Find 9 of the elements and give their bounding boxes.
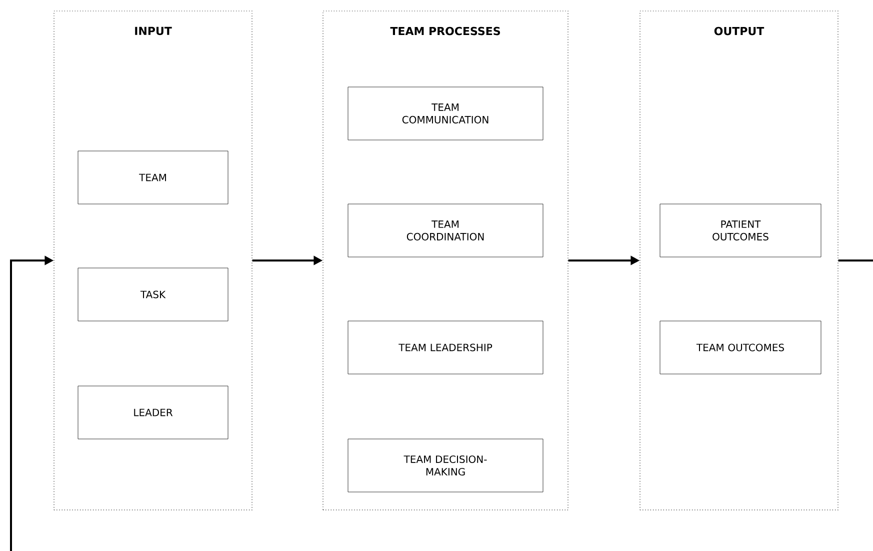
process-box: TEAM OUTCOMES — [660, 320, 822, 374]
process-box: PATIENT OUTCOMES — [660, 204, 822, 258]
process-box: TEAM COMMUNICATION — [348, 86, 544, 140]
process-box: TEAM — [78, 150, 228, 204]
process-box: LEADER — [78, 386, 228, 440]
process-box: TASK — [78, 268, 228, 322]
process-box: TEAM LEADERSHIP — [348, 320, 544, 374]
process-box: TEAM DECISION-MAKING — [348, 438, 544, 492]
process-box: TEAM COORDINATION — [348, 204, 544, 258]
